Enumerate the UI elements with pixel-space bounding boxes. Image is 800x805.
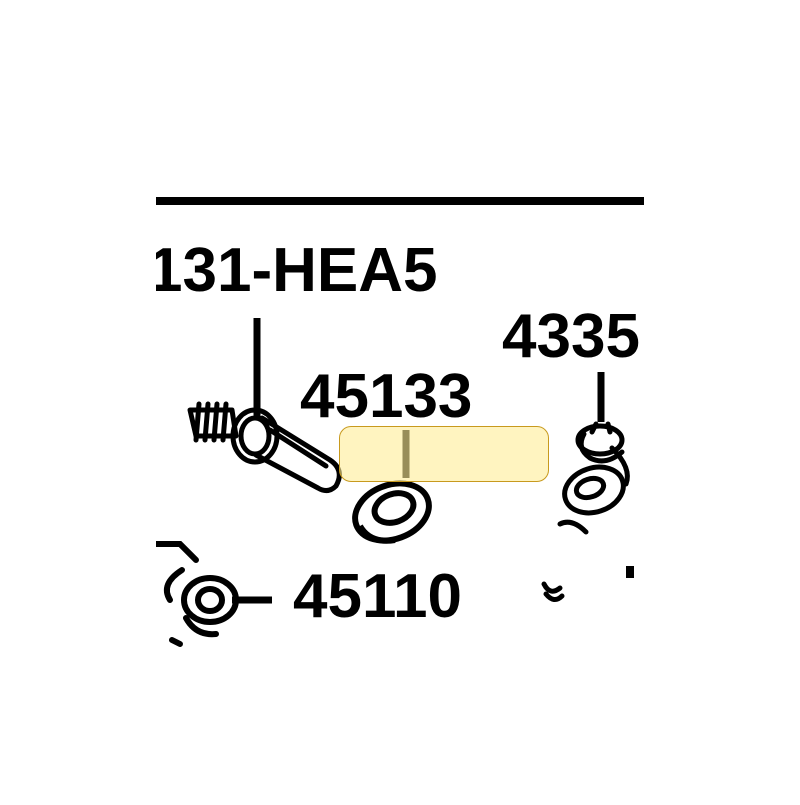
washer-drawing	[352, 480, 432, 544]
highlight-box	[339, 426, 549, 482]
nut-drawing	[153, 541, 239, 647]
part-number-label: 131-HEA5	[148, 240, 438, 302]
part-number-label: 45133	[300, 366, 473, 428]
cap-nut-drawing	[541, 421, 634, 602]
part-number-label: 45110	[293, 566, 462, 628]
margin-left	[0, 0, 156, 800]
stud-bolt-drawing	[187, 401, 342, 494]
margin-right	[644, 0, 800, 800]
part-number-label: 4335	[502, 306, 640, 368]
top-border-line	[156, 197, 644, 205]
